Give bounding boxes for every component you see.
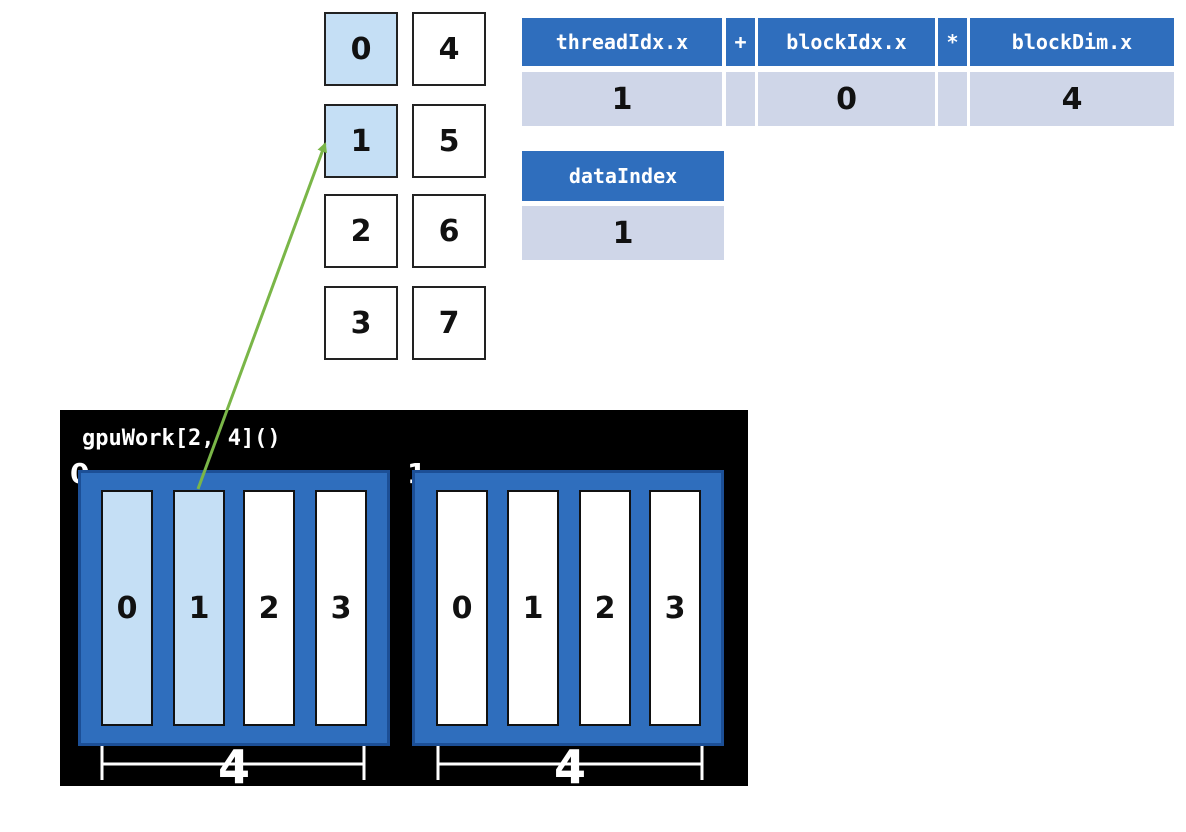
array-cell-active: 1 <box>324 104 398 178</box>
header-blockidx: blockIdx.x <box>758 18 935 66</box>
block-dim-label: 4 <box>218 740 251 794</box>
block-dim-label: 4 <box>554 740 587 794</box>
value-plus-spacer <box>726 72 755 126</box>
thread-cell: 0 <box>101 490 153 726</box>
value-threadidx: 1 <box>522 72 722 126</box>
thread-cell: 2 <box>243 490 295 726</box>
thread-cell: 0 <box>436 490 488 726</box>
header-blockdim: blockDim.x <box>970 18 1174 66</box>
header-dataindex: dataIndex <box>522 151 724 201</box>
array-cell: 5 <box>412 104 486 178</box>
value-blockdim: 4 <box>970 72 1174 126</box>
array-cell: 4 <box>412 12 486 86</box>
thread-cell: 3 <box>649 490 701 726</box>
value-dataindex: 1 <box>522 206 724 260</box>
array-cell: 7 <box>412 286 486 360</box>
header-threadidx: threadIdx.x <box>522 18 722 66</box>
value-blockidx: 0 <box>758 72 935 126</box>
array-cell: 6 <box>412 194 486 268</box>
grid-panel: gpuWork[2, 4]() 0 0 1 2 3 1 0 1 2 3 4 4 <box>60 410 748 790</box>
header-plus-operator: + <box>726 18 755 66</box>
kernel-call-label: gpuWork[2, 4]() <box>82 426 281 451</box>
array-cell: 0 <box>324 12 398 86</box>
thread-cell: 2 <box>579 490 631 726</box>
thread-cell-active: 1 <box>173 490 225 726</box>
array-cell: 2 <box>324 194 398 268</box>
thread-cell: 3 <box>315 490 367 726</box>
array-cell: 3 <box>324 286 398 360</box>
thread-block: 0 1 2 3 <box>78 470 390 746</box>
thread-cell: 1 <box>507 490 559 726</box>
header-times-operator: * <box>938 18 967 66</box>
thread-block: 0 1 2 3 <box>412 470 724 746</box>
value-times-spacer <box>938 72 967 126</box>
